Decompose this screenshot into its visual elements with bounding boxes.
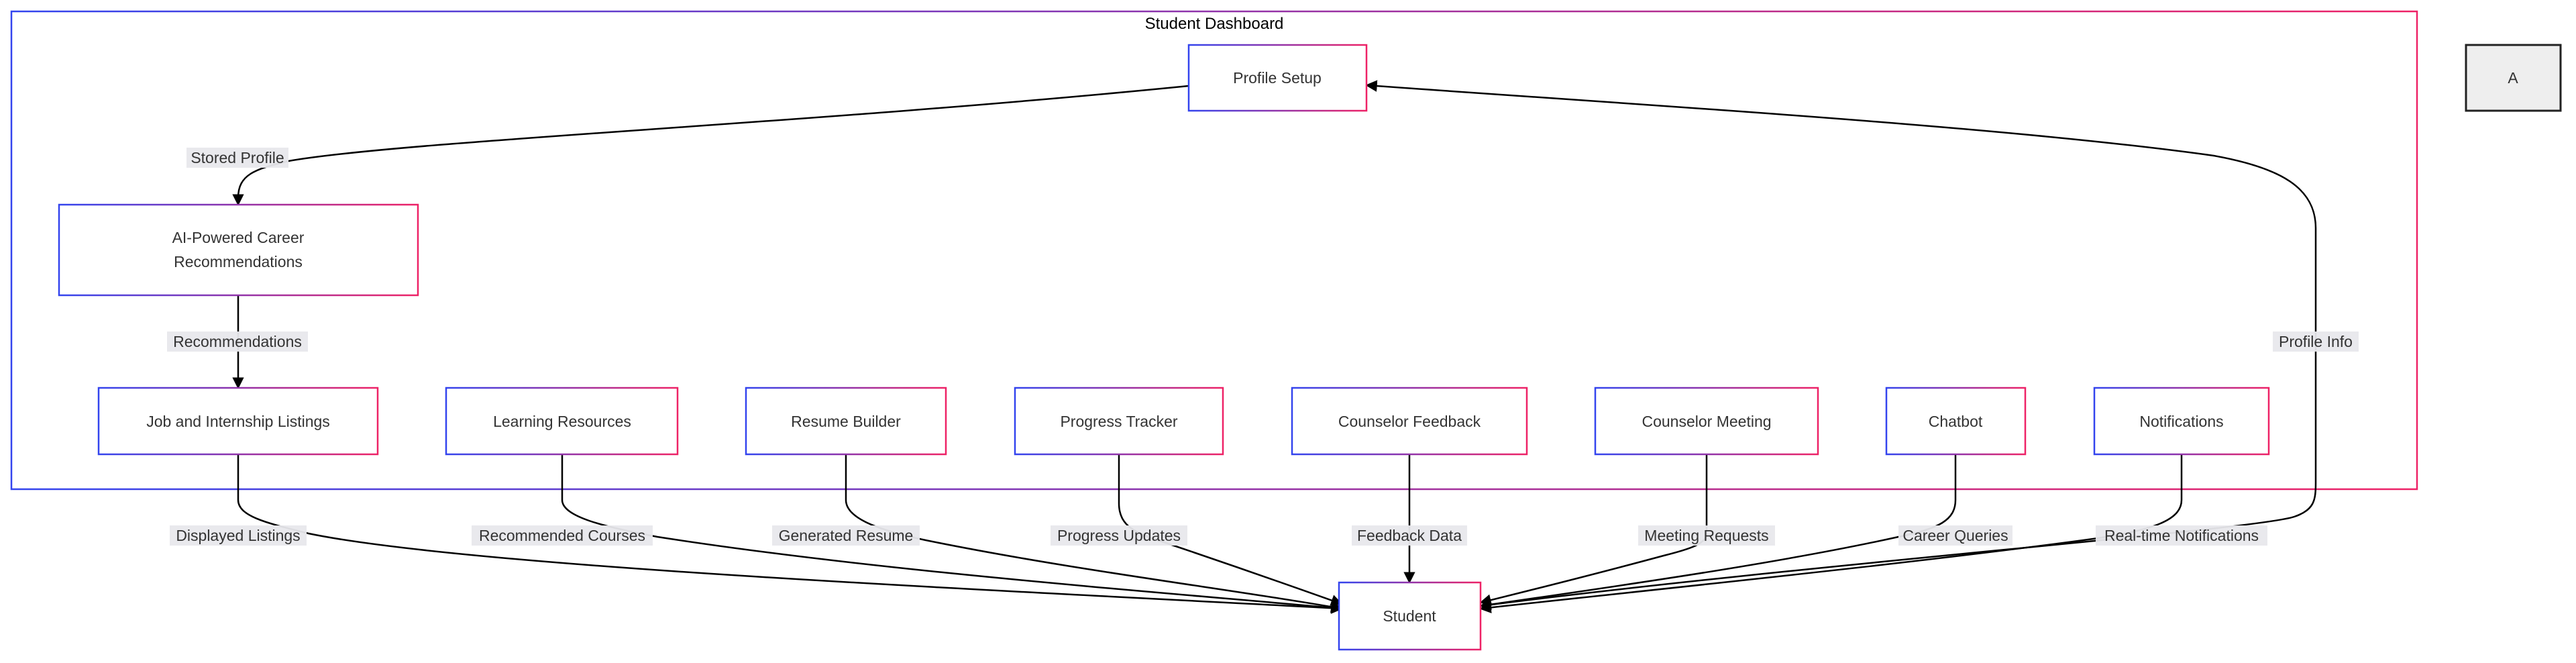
svg-text:Resume Builder: Resume Builder <box>791 413 901 430</box>
edge-chatbot-to-student <box>1479 455 1957 611</box>
svg-text:Job and Internship Listings: Job and Internship Listings <box>146 413 330 430</box>
svg-text:AI-Powered Career: AI-Powered Career <box>172 229 305 246</box>
edge-label-realtime-notifications: Real-time Notifications <box>2104 527 2259 544</box>
svg-text:Progress Tracker: Progress Tracker <box>1060 413 1177 430</box>
edge-label-displayed-listings: Displayed Listings <box>176 527 300 544</box>
edge-label-recommendations: Recommendations <box>173 333 302 350</box>
legend-node-a: A <box>2465 44 2562 112</box>
edge-label-progress-updates: Progress Updates <box>1057 527 1181 544</box>
svg-text:Profile Setup: Profile Setup <box>1233 69 1322 87</box>
node-resume-builder[interactable]: Resume Builder <box>745 387 947 456</box>
edge-label-stored-profile: Stored Profile <box>191 149 284 166</box>
edge-progress-to-student <box>1118 455 1343 606</box>
student-dashboard-cluster <box>10 10 2418 491</box>
edge-label-career-queries: Career Queries <box>1902 527 2008 544</box>
node-profile-setup[interactable]: Profile Setup <box>1187 44 1368 112</box>
nodes: Profile Setup AI-Powered Career Recommen… <box>58 44 2562 651</box>
edge-jobs-to-student <box>237 455 1343 614</box>
node-learning-resources[interactable]: Learning Resources <box>445 387 679 456</box>
svg-text:Counselor Meeting: Counselor Meeting <box>1642 413 1771 430</box>
edge-notifications-to-student <box>1479 455 2183 613</box>
node-progress-tracker[interactable]: Progress Tracker <box>1014 387 1224 456</box>
edge-label-recommended-courses: Recommended Courses <box>479 527 645 544</box>
svg-text:Recommendations: Recommendations <box>174 253 303 270</box>
node-counselor-meeting[interactable]: Counselor Meeting <box>1594 387 1819 456</box>
svg-text:Student: Student <box>1383 607 1436 625</box>
node-job-internship-listings[interactable]: Job and Internship Listings <box>97 387 379 456</box>
svg-text:Notifications: Notifications <box>2139 413 2223 430</box>
edge-labels: Stored Profile Recommendations Profile I… <box>167 148 2359 546</box>
svg-text:Learning Resources: Learning Resources <box>493 413 631 430</box>
edge-profile-to-ai <box>232 85 1189 206</box>
edges <box>232 80 2317 614</box>
edge-resume-to-student <box>845 455 1343 613</box>
svg-text:Chatbot: Chatbot <box>1929 413 1983 430</box>
edge-learning-to-student <box>561 455 1343 614</box>
edge-label-feedback-data: Feedback Data <box>1357 527 1462 544</box>
edge-label-meeting-requests: Meeting Requests <box>1644 527 1768 544</box>
node-chatbot[interactable]: Chatbot <box>1885 387 2027 456</box>
node-counselor-feedback[interactable]: Counselor Feedback <box>1291 387 1528 456</box>
edge-student-to-profile <box>1365 80 2317 607</box>
cluster-title: Student Dashboard <box>1145 15 1284 33</box>
svg-text:A: A <box>2508 69 2518 87</box>
edge-label-profile-info: Profile Info <box>2279 333 2353 350</box>
svg-text:Counselor Feedback: Counselor Feedback <box>1338 413 1481 430</box>
node-ai-career-recommendations[interactable]: AI-Powered Career Recommendations <box>58 203 419 297</box>
edge-label-generated-resume: Generated Resume <box>779 527 914 544</box>
node-student[interactable]: Student <box>1338 581 1482 651</box>
node-notifications[interactable]: Notifications <box>2093 387 2270 456</box>
